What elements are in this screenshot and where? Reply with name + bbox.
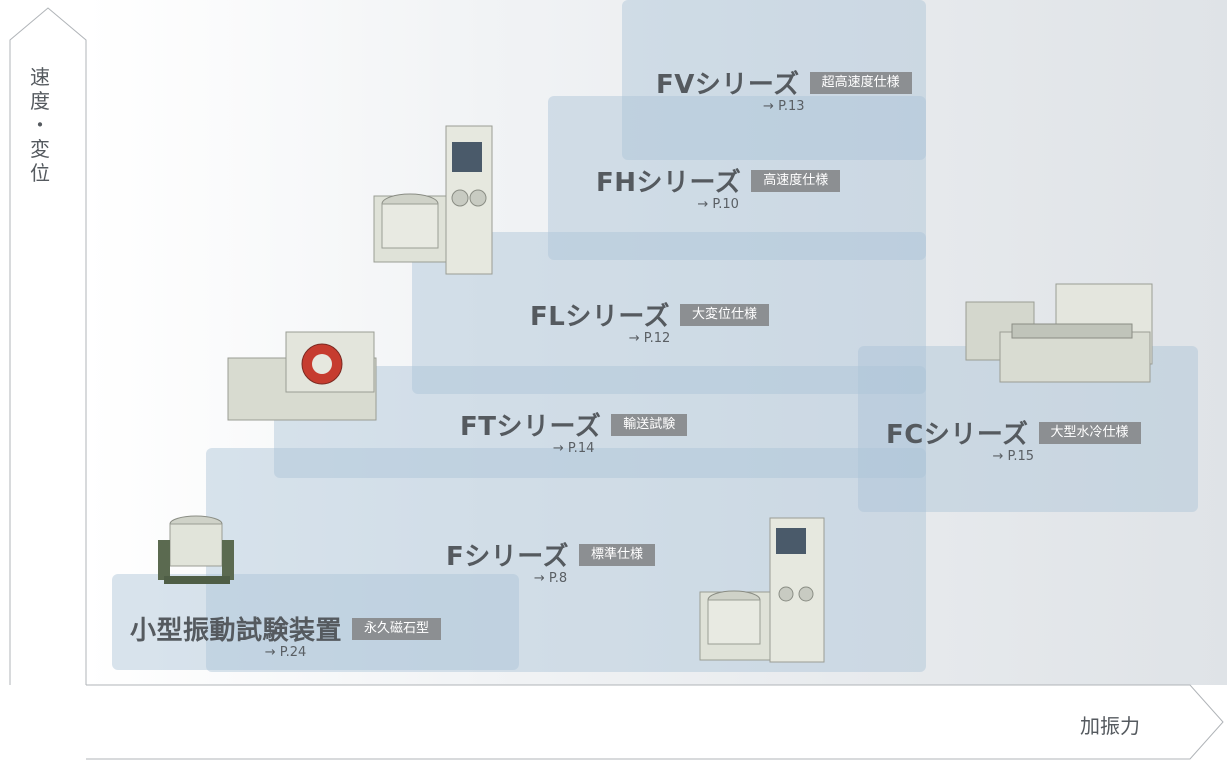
small-machine-image bbox=[158, 515, 234, 584]
x-axis bbox=[86, 684, 1224, 760]
band-fl bbox=[412, 232, 926, 394]
page-ref-link[interactable]: → P.24 bbox=[264, 645, 307, 660]
series-name: FVシリーズ bbox=[656, 70, 800, 100]
series-f[interactable]: Fシリーズ 標準仕様 → P.8 bbox=[446, 536, 655, 586]
series-name: Fシリーズ bbox=[446, 542, 569, 572]
y-axis bbox=[9, 7, 87, 685]
series-small[interactable]: 小型振動試験装置 永久磁石型 → P.24 bbox=[130, 610, 442, 660]
x-axis-label: 加振力 bbox=[1080, 714, 1140, 738]
series-badge: 大変位仕様 bbox=[680, 303, 770, 326]
page-ref-link[interactable]: → P.12 bbox=[628, 331, 671, 346]
series-badge: 標準仕様 bbox=[578, 543, 655, 566]
series-name: FHシリーズ bbox=[596, 168, 742, 198]
series-name: 小型振動試験装置 bbox=[130, 616, 343, 646]
band-ft bbox=[274, 366, 926, 478]
page-ref-link[interactable]: → P.13 bbox=[763, 99, 805, 114]
series-badge: 大型水冷仕様 bbox=[1038, 421, 1141, 444]
page-ref-link[interactable]: → P.10 bbox=[697, 197, 739, 212]
series-name: FLシリーズ bbox=[530, 302, 671, 332]
fh-machine-image bbox=[373, 125, 493, 275]
band-fh bbox=[548, 96, 926, 260]
series-name: FCシリーズ bbox=[886, 420, 1029, 450]
page-ref-link[interactable]: → P.15 bbox=[992, 449, 1035, 464]
series-fv[interactable]: FVシリーズ 超高速度仕様 → P.13 bbox=[656, 64, 912, 114]
ft-machine-image bbox=[227, 331, 377, 421]
series-badge: 超高速度仕様 bbox=[809, 71, 912, 94]
series-badge: 輸送試験 bbox=[611, 413, 688, 436]
series-fc[interactable]: FCシリーズ 大型水冷仕様 → P.15 bbox=[886, 414, 1141, 464]
series-fh[interactable]: FHシリーズ 高速度仕様 → P.10 bbox=[596, 162, 841, 212]
y-axis-label: 速 度 ・ 変 位 bbox=[30, 65, 50, 185]
fc-machine-image bbox=[965, 283, 1153, 383]
series-name: FTシリーズ bbox=[460, 412, 602, 442]
series-badge: 永久磁石型 bbox=[352, 617, 442, 640]
series-badge: 高速度仕様 bbox=[751, 169, 841, 192]
f-machine-image bbox=[699, 517, 825, 663]
band-small bbox=[112, 574, 519, 670]
page-ref-link[interactable]: → P.8 bbox=[533, 571, 568, 586]
series-fl[interactable]: FLシリーズ 大変位仕様 → P.12 bbox=[530, 296, 770, 346]
page-ref-link[interactable]: → P.14 bbox=[552, 441, 595, 456]
series-ft[interactable]: FTシリーズ 輸送試験 → P.14 bbox=[460, 406, 688, 456]
